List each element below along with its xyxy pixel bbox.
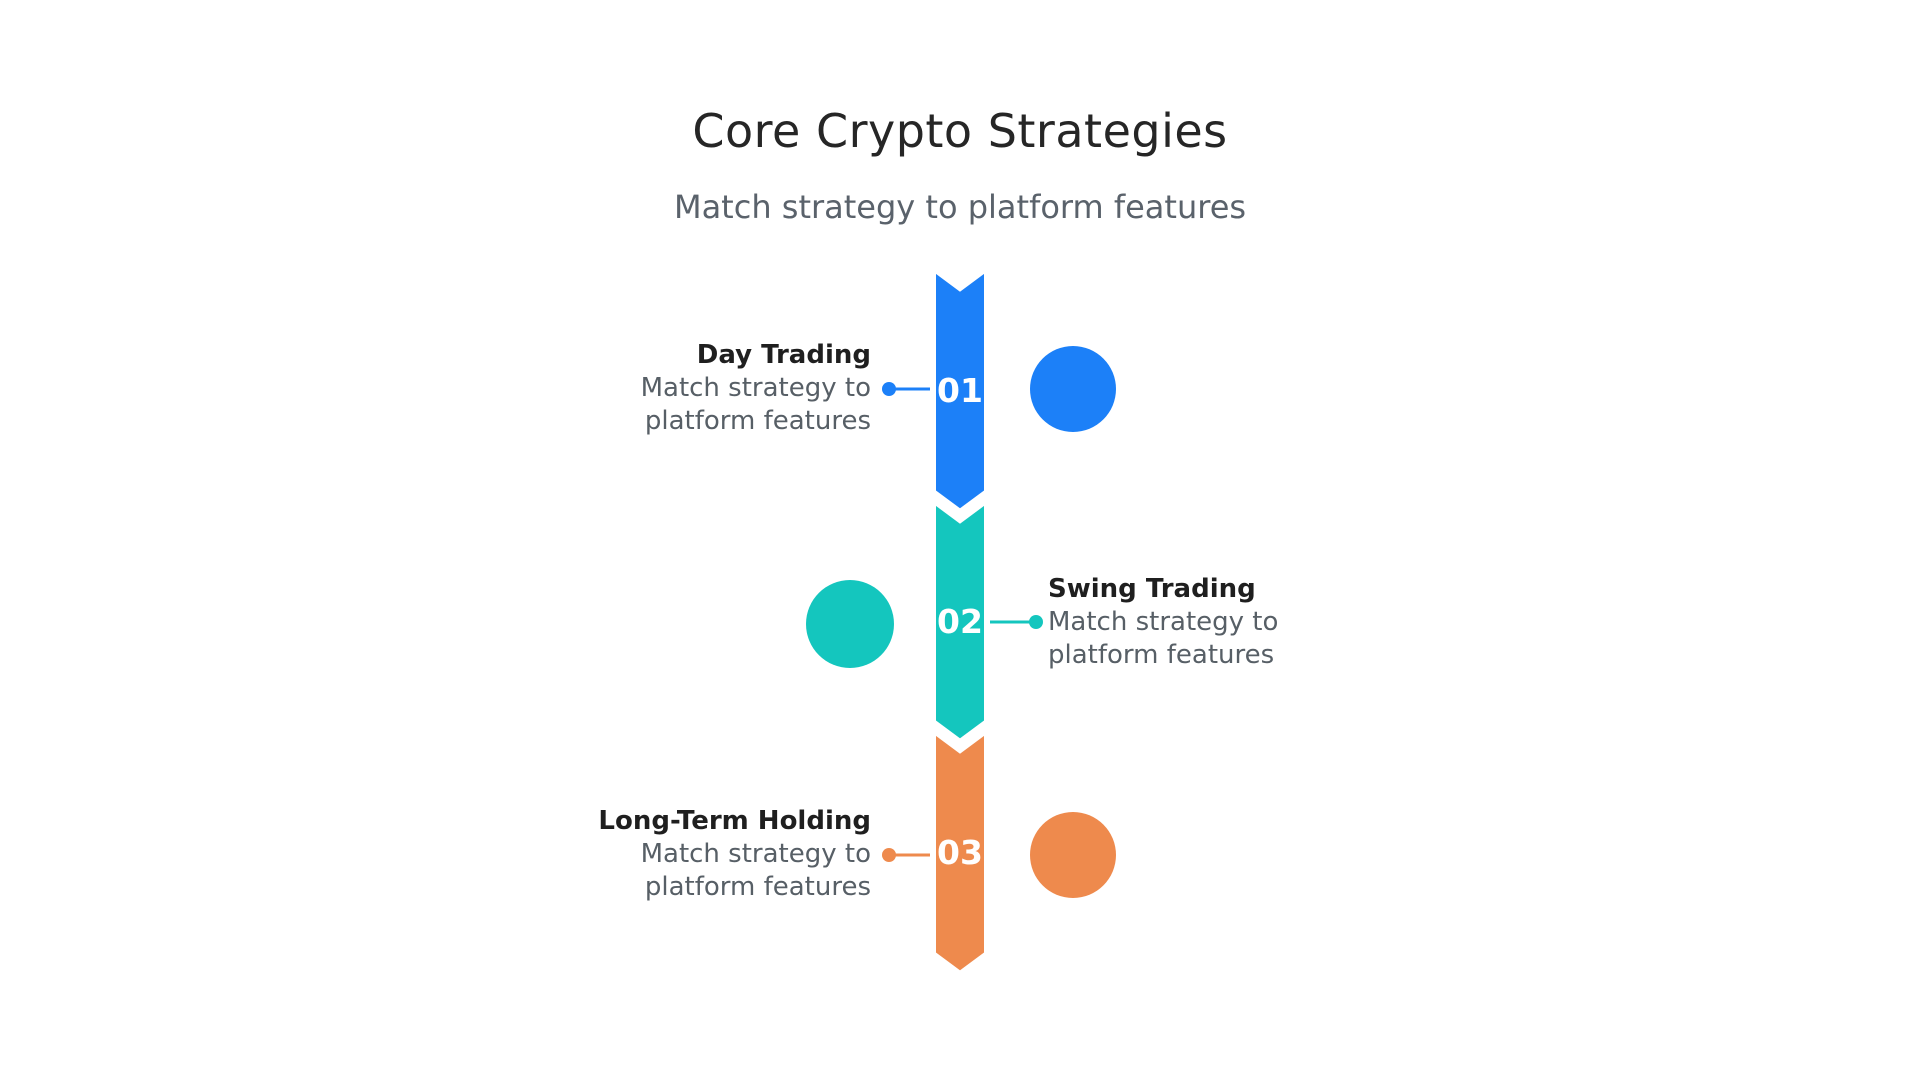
step-1-text-block: Day Trading Match strategy to platform f… [571,338,871,438]
chevron-segment-3 [930,724,990,978]
step-1-description: Match strategy to platform features [640,373,871,436]
step-1-accent-circle [1030,346,1116,432]
step-2-description: Match strategy to platform features [1048,607,1279,670]
chevron-segment-1 [930,262,990,516]
step-2-number: 02 [937,602,983,641]
step-3-accent-circle [1030,812,1116,898]
step-2-accent-circle [806,580,894,668]
chevron-segment-2 [930,494,990,746]
step-2-connector-dot [1029,615,1043,629]
page-title: Core Crypto Strategies [692,104,1228,158]
step-1-number: 01 [937,371,983,410]
step-2-text-block: Swing Trading Match strategy to platform… [1048,572,1348,672]
step-3-text-block: Long-Term Holding Match strategy to plat… [571,804,871,904]
step-3-label: Long-Term Holding [598,806,871,836]
step-1-label: Day Trading [696,340,871,370]
page-subtitle: Match strategy to platform features [673,188,1247,226]
step-3-description: Match strategy to platform features [640,839,871,902]
step-1-connector-dot [882,382,896,396]
step-2-label: Swing Trading [1048,574,1256,604]
step-3-connector-dot [882,848,896,862]
step-3-number: 03 [937,833,983,872]
